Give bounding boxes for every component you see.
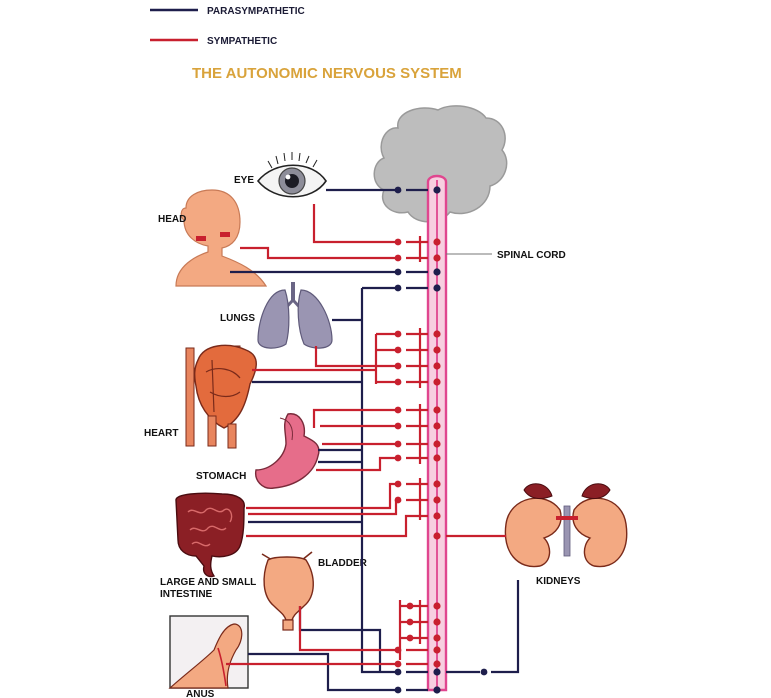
sympathetic-pathways <box>226 204 506 668</box>
kidneys-icon <box>504 483 628 568</box>
stomach-icon <box>255 413 320 489</box>
stomach-label: STOMACH <box>196 471 246 482</box>
lungs-icon <box>257 282 333 349</box>
parasympathetic-pathways <box>230 186 520 694</box>
bladder-label: BLADDER <box>318 558 368 569</box>
anus-label: ANUS <box>186 689 215 698</box>
legend-parasympathetic-label: PARASYMPATHETIC <box>207 6 305 17</box>
heart-icon <box>185 344 257 449</box>
brain-icon <box>373 105 508 223</box>
legend-sympathetic-label: SYMPATHETIC <box>207 36 277 47</box>
intestine-label-line1: LARGE AND SMALL <box>160 577 256 588</box>
anus-icon <box>168 615 249 689</box>
head-icon <box>175 189 268 287</box>
intestine-label-line2: INTESTINE <box>160 589 213 600</box>
diagram-title: THE AUTONOMIC NERVOUS SYSTEM <box>192 65 462 82</box>
spinal-cord-label: SPINAL CORD <box>497 250 566 261</box>
legend: PARASYMPATHETIC SYMPATHETIC <box>150 6 305 47</box>
intestine-icon <box>175 492 245 578</box>
lungs-label: LUNGS <box>220 313 255 324</box>
eye-icon <box>256 152 327 198</box>
heart-label: HEART <box>144 428 178 439</box>
bladder-icon <box>261 551 314 631</box>
eye-label: EYE <box>234 175 254 186</box>
kidneys-label: KIDNEYS <box>536 576 581 587</box>
head-label: HEAD <box>158 214 186 225</box>
spinal-cord <box>426 174 448 692</box>
